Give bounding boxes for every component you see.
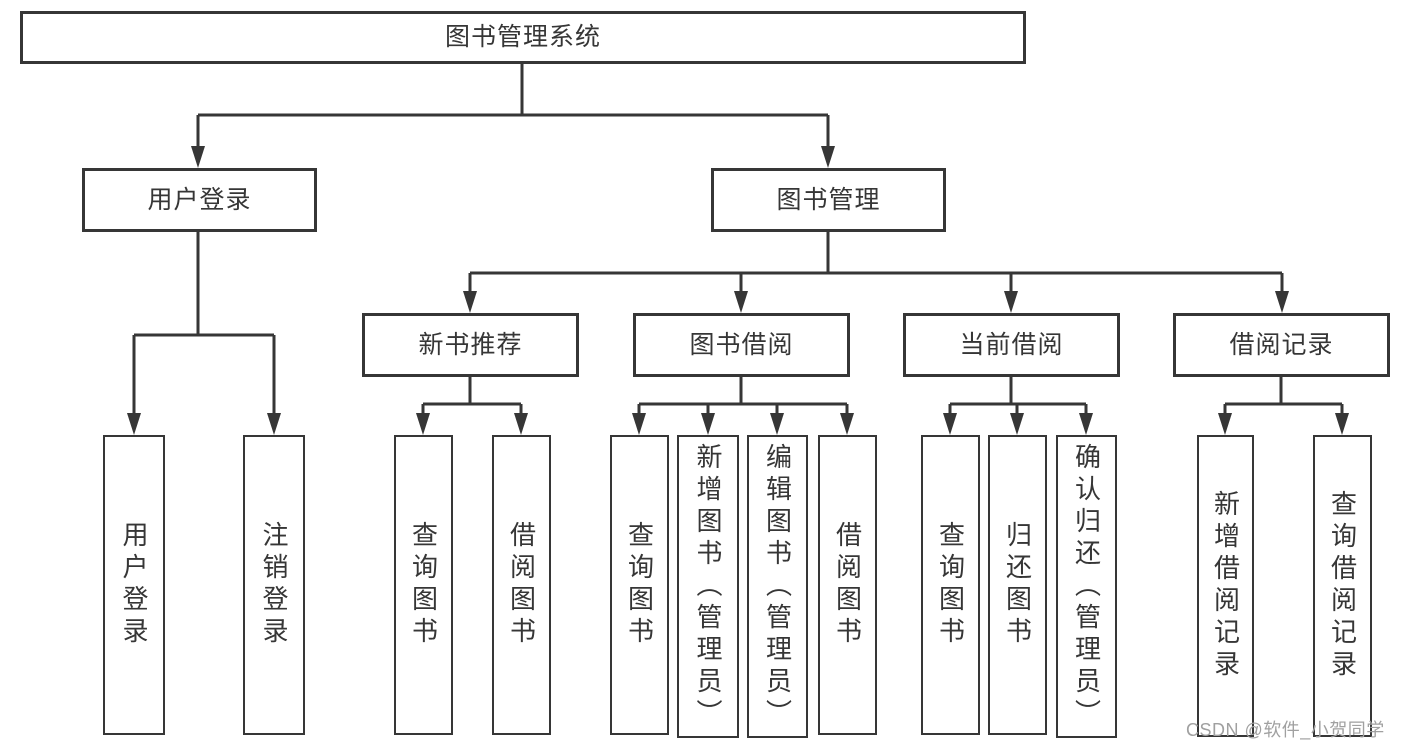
arrowhead xyxy=(840,413,854,435)
arrowhead xyxy=(1218,413,1232,435)
leaf-label: 查询图书 xyxy=(624,521,655,649)
node-root-system: 图书管理系统 xyxy=(20,11,1026,64)
arrowhead xyxy=(770,413,784,435)
arrowhead xyxy=(821,146,835,168)
leaf-label: 归还图书 xyxy=(1002,521,1033,649)
arrowhead xyxy=(1010,413,1024,435)
leaf-label: 借阅图书 xyxy=(506,521,537,649)
leaf-label: 借阅图书 xyxy=(832,521,863,649)
leaf-label: 确认归还（管理员） xyxy=(1071,442,1102,731)
leaf-query-books-1: 查询图书 xyxy=(394,435,453,735)
arrowhead xyxy=(1275,291,1289,313)
node-book-management: 图书管理 xyxy=(711,168,946,232)
leaf-label: 查询图书 xyxy=(408,521,439,649)
leaf-return-books: 归还图书 xyxy=(988,435,1047,735)
node-borrow-records: 借阅记录 xyxy=(1173,313,1390,377)
node-new-book-recommend: 新书推荐 xyxy=(362,313,579,377)
arrowhead xyxy=(701,413,715,435)
arrowhead xyxy=(632,413,646,435)
leaf-label: 用户登录 xyxy=(119,521,149,649)
leaf-query-books-2: 查询图书 xyxy=(610,435,669,735)
csdn-watermark: CSDN @软件_小贺同学 xyxy=(1186,720,1385,740)
arrowhead xyxy=(1004,291,1018,313)
arrowhead xyxy=(1335,413,1349,435)
leaf-edit-books-admin: 编辑图书（管理员） xyxy=(747,435,808,738)
arrowhead xyxy=(127,413,141,435)
node-user-login: 用户登录 xyxy=(82,168,317,232)
arrowhead xyxy=(416,413,430,435)
arrowhead xyxy=(943,413,957,435)
leaf-confirm-return-admin: 确认归还（管理员） xyxy=(1056,435,1117,738)
leaf-add-books-admin: 新增图书（管理员） xyxy=(677,435,739,738)
leaf-user-login: 用户登录 xyxy=(103,435,165,735)
leaf-query-borrow-record: 查询借阅记录 xyxy=(1313,435,1372,737)
leaf-label: 新增图书（管理员） xyxy=(693,442,723,731)
arrowhead xyxy=(463,291,477,313)
arrowhead xyxy=(191,146,205,168)
leaf-query-books-3: 查询图书 xyxy=(921,435,980,735)
leaf-label: 新增借阅记录 xyxy=(1210,490,1241,682)
leaf-borrow-books-2: 借阅图书 xyxy=(818,435,877,735)
arrowhead xyxy=(1079,413,1093,435)
arrowhead xyxy=(267,413,281,435)
leaf-label: 查询借阅记录 xyxy=(1327,490,1358,682)
leaf-label: 注销登录 xyxy=(259,521,289,649)
arrowhead xyxy=(734,291,748,313)
leaf-add-borrow-record: 新增借阅记录 xyxy=(1197,435,1254,737)
leaf-logout: 注销登录 xyxy=(243,435,305,735)
arrowhead xyxy=(514,413,528,435)
leaf-borrow-books-1: 借阅图书 xyxy=(492,435,551,735)
node-current-borrow: 当前借阅 xyxy=(903,313,1120,377)
leaf-label: 编辑图书（管理员） xyxy=(762,442,793,731)
node-book-borrow: 图书借阅 xyxy=(633,313,850,377)
leaf-label: 查询图书 xyxy=(935,521,966,649)
